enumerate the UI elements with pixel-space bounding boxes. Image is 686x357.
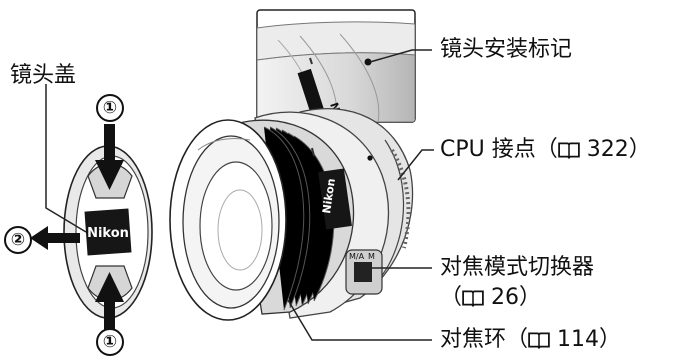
label-cpu-contacts-page: 322 [586, 137, 629, 162]
label-focus-mode-paren-open: （ [440, 285, 463, 310]
leader-mounting-mark [369, 49, 432, 63]
label-focus-mode-page: 26 [491, 285, 520, 310]
cap-brand-plate [84, 208, 132, 256]
focus-mode-switch-slider [354, 262, 372, 282]
label-cpu-contacts: CPU 接点（ 322） [440, 136, 651, 164]
step-1-bottom-badge: ① [96, 328, 124, 356]
label-mounting-mark: 镜头安装标记 [440, 37, 573, 62]
press-arrow-bottom [95, 272, 124, 330]
mounting-mark-dot [364, 58, 372, 66]
label-cpu-contacts-close: ） [628, 137, 651, 162]
label-cpu-contacts-text: CPU 接点（ [440, 137, 558, 162]
switch-m-label: M [368, 252, 375, 261]
label-focus-ring: 对焦环（ 114） [440, 326, 621, 354]
lens: Nikon M/A M [169, 108, 414, 321]
label-focus-mode-paren-close: ） [519, 285, 542, 310]
book-reference-icon [558, 141, 580, 159]
lens-brand-plate [318, 168, 352, 230]
step-2-badge: ② [4, 226, 32, 254]
lens-cap: Nikon [63, 145, 153, 319]
leader-cpu-contacts [397, 149, 434, 181]
label-focus-ring-text: 对焦环（ [440, 327, 529, 352]
label-focus-mode-switch-ref: （ 26） [440, 284, 541, 312]
switch-ma-label: M/A [349, 252, 365, 261]
book-reference-icon [528, 331, 550, 349]
book-reference-icon [462, 289, 484, 307]
lens-brand-text: Nikon [320, 178, 338, 215]
leader-focus-ring [287, 299, 432, 341]
leader-lens-cap [45, 84, 87, 233]
step-1-top-badge: ① [96, 94, 124, 122]
label-lens-cap: 镜头盖 [10, 63, 77, 88]
leader-lines [45, 49, 434, 341]
label-focus-ring-page: 114 [557, 327, 600, 352]
inset-detail [256, 9, 416, 123]
cap-brand-text: Nikon [87, 226, 129, 241]
lens-glass [199, 161, 273, 291]
lens-mount-index [367, 155, 373, 161]
press-arrow-top [95, 124, 124, 190]
pull-arrow-left [30, 226, 80, 250]
label-focus-ring-close: ） [599, 327, 622, 352]
label-focus-mode-switch: 对焦模式切换器 [440, 255, 595, 280]
